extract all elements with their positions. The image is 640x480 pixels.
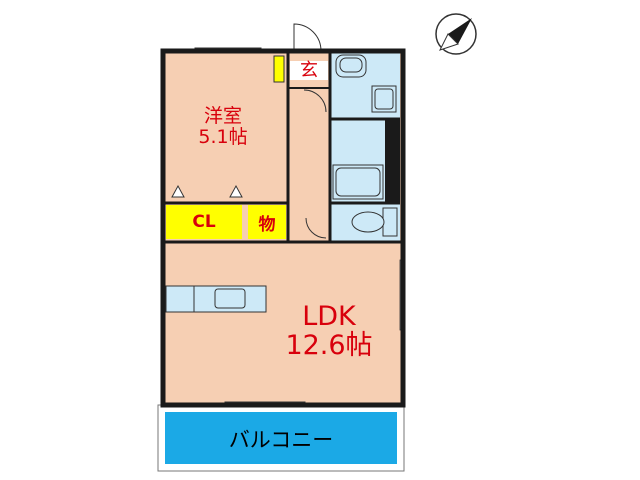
ldk-name: LDK — [302, 301, 356, 332]
western-room-label: 洋室 5.1帖 — [186, 106, 260, 147]
closet-label: CL — [166, 205, 242, 239]
toilet-icon — [335, 54, 367, 78]
ldk-label: LDK 12.6帖 — [276, 302, 382, 360]
balcony-name: バルコニー — [228, 428, 334, 452]
shoe-cabinet — [273, 55, 285, 83]
kitchen-sink-icon — [214, 288, 246, 309]
storage-label: 物 — [248, 205, 286, 239]
entrance-label: 玄 — [290, 60, 328, 81]
outer-walls — [160, 48, 406, 408]
door-swing-icon — [293, 23, 322, 52]
closet-name: CL — [192, 212, 216, 232]
balcony — [165, 412, 397, 464]
western-room-name: 洋室 — [203, 105, 242, 127]
bathtub-icon — [332, 164, 384, 200]
ldk-size: 12.6帖 — [285, 330, 373, 362]
entrance-name: 玄 — [300, 60, 318, 81]
western-room-size: 5.1帖 — [198, 125, 248, 148]
compass-icon — [435, 13, 477, 55]
storage-name: 物 — [258, 214, 276, 235]
toilet-lower-icon — [351, 207, 398, 237]
balcony-label: バルコニー — [165, 424, 397, 454]
sink-icon — [371, 85, 397, 113]
